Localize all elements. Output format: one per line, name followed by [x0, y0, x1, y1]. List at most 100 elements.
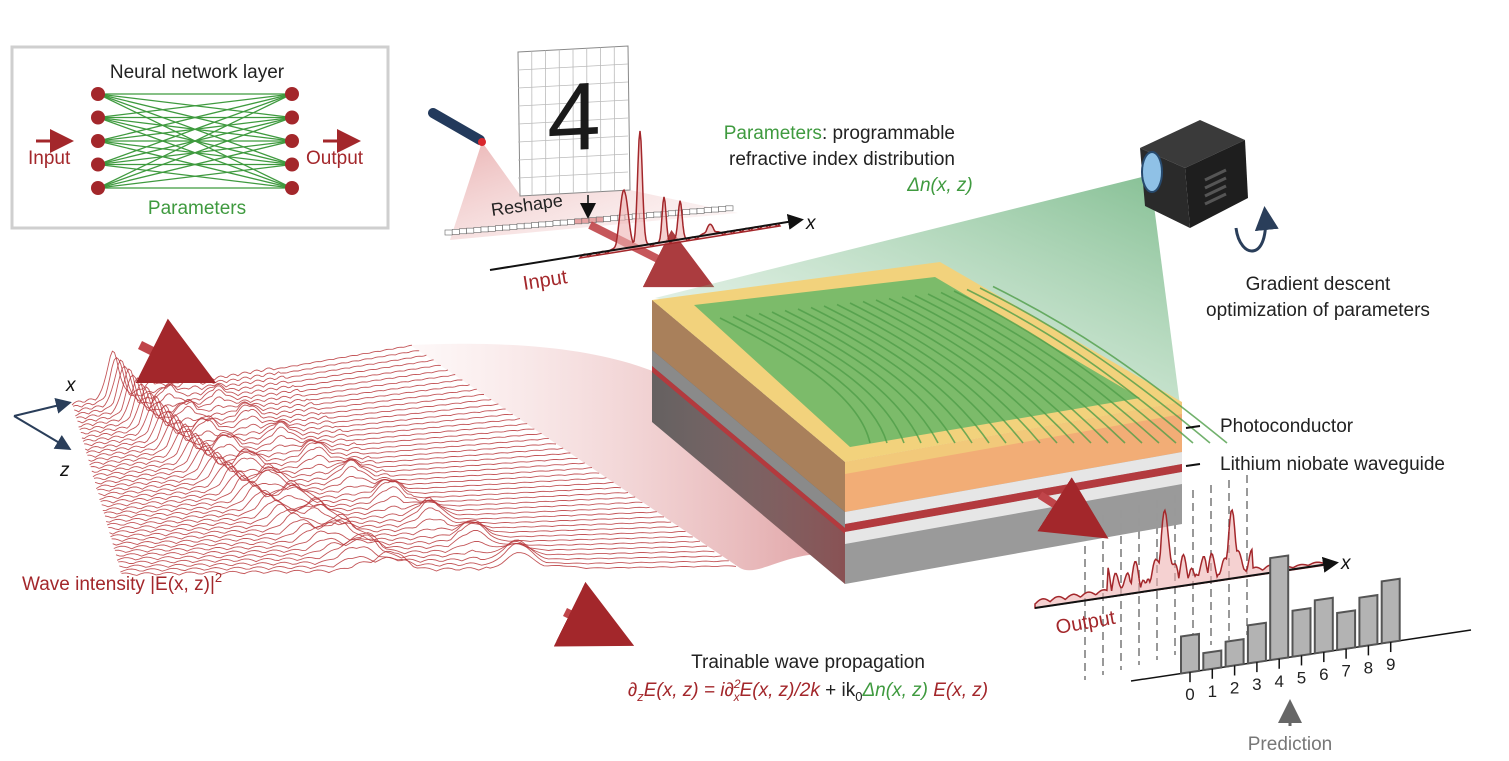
- photoconductor-leader: [1185, 425, 1201, 429]
- strip-pixel: [480, 226, 489, 233]
- axis-z-label: z: [59, 460, 70, 481]
- intensity-trace: [116, 532, 708, 561]
- strip-pixel: [653, 211, 662, 218]
- strip-pixel: [703, 207, 712, 213]
- strip-pixel: [595, 216, 604, 223]
- class-bar-4: [1269, 554, 1290, 662]
- gradient-label-1: Gradient descent: [1246, 274, 1391, 295]
- axis-x-label: x: [65, 375, 77, 396]
- intensity-trace: [76, 364, 441, 420]
- intensity-trace: [84, 399, 492, 447]
- photonic-device: [652, 262, 1228, 584]
- class-label-9: 9: [1386, 655, 1395, 674]
- strip-pixel: [509, 224, 518, 230]
- inset-parameters-label: Parameters: [148, 198, 246, 219]
- neural-network-inset: Neural network layer Input Output Parame…: [10, 45, 390, 230]
- intensity-trace: [106, 493, 636, 523]
- strip-pixel: [603, 216, 611, 222]
- strip-pixel: [495, 225, 503, 231]
- mnist-digit-card: 4: [517, 45, 631, 197]
- strip-pixel: [567, 219, 575, 225]
- parameter-link: [97, 140, 293, 189]
- gradient-loop-arrow-icon: [1234, 206, 1279, 253]
- input-x-axis: [489, 214, 804, 271]
- neuron-node: [285, 110, 299, 125]
- strip-pixel: [552, 220, 561, 226]
- strip-pixel: [725, 205, 734, 212]
- neuron-node: [285, 134, 299, 148]
- intensity-trace: [81, 388, 477, 439]
- strip-pixel: [696, 208, 705, 214]
- strip-pixel: [610, 215, 619, 222]
- photoconductor-label: Photoconductor: [1220, 416, 1354, 437]
- strip-pixel: [516, 223, 525, 230]
- intensity-trace: [95, 451, 571, 489]
- intensity-trace: [90, 428, 535, 469]
- intensity-trace: [97, 456, 578, 492]
- input-flow-arrow-icon: [588, 221, 715, 288]
- intensity-trace: [113, 519, 686, 550]
- neuron-node: [91, 110, 105, 125]
- intensity-trace: [110, 507, 665, 538]
- strip-pixel: [487, 225, 496, 232]
- nn-parameter-links: [97, 93, 293, 189]
- parameter-link: [97, 163, 293, 189]
- inset-input-label: Input: [28, 148, 71, 169]
- gradient-label-2: optimization of parameters: [1206, 300, 1430, 321]
- intensity-trace: [84, 403, 499, 451]
- class-label-8: 8: [1364, 658, 1373, 677]
- propagation-title: Trainable wave propagation: [691, 652, 925, 673]
- parameter-link: [97, 116, 293, 189]
- intensity-trace: [92, 437, 549, 478]
- class-label-1: 1: [1208, 682, 1217, 701]
- intensity-trace: [111, 518, 672, 542]
- intensity-trace: [119, 539, 722, 569]
- strip-pixel: [667, 210, 676, 217]
- class-bar-2: [1224, 638, 1245, 668]
- strip-pixel: [646, 212, 655, 218]
- class-bar-7: [1336, 609, 1357, 652]
- intensity-trace: [104, 486, 629, 519]
- intensity-trace: [101, 474, 607, 508]
- waveguide-leader: [1185, 463, 1201, 467]
- class-label-3: 3: [1252, 675, 1261, 694]
- prediction-label: Prediction: [1248, 734, 1333, 755]
- strip-pixel: [444, 229, 453, 236]
- parameters-desc: refractive index distribution: [729, 149, 955, 170]
- neuron-node: [285, 87, 299, 101]
- output-label: Output: [1054, 607, 1117, 639]
- parameters-heading: Parameters: programmable: [724, 123, 955, 144]
- intensity-trace: [91, 432, 542, 473]
- strip-pixel: [559, 219, 568, 226]
- strip-pixel: [459, 228, 467, 235]
- neuron-node: [91, 157, 105, 172]
- neuron-node: [285, 181, 299, 195]
- strip-pixel: [682, 209, 691, 215]
- strip-pixel: [473, 227, 482, 233]
- input-axis-x-label: x: [805, 213, 817, 234]
- input-label: Input: [521, 266, 569, 295]
- intensity-trace: [89, 423, 528, 466]
- incoming-arrow-icon: [135, 318, 217, 384]
- strip-pixel: [451, 229, 460, 235]
- projector-icon: [1140, 120, 1248, 228]
- inset-frame: [10, 45, 390, 230]
- intensity-trace: [99, 465, 593, 501]
- wave-intensity-label: Wave intensity |E(x, z)|2: [22, 570, 222, 595]
- output-axis-x-label: x: [1340, 553, 1352, 574]
- neuron-node: [91, 87, 105, 101]
- intensity-trace: [108, 496, 650, 531]
- delta-n-label: Δn(x, z): [906, 175, 973, 196]
- intensity-trace: [93, 442, 557, 480]
- parameter-link: [97, 93, 293, 166]
- inset-output-label: Output: [306, 148, 364, 169]
- intensity-trace: [75, 359, 434, 417]
- strip-pixel: [523, 222, 532, 229]
- output-flow-arrow-icon: [1037, 477, 1109, 539]
- intensity-trace: [82, 394, 484, 442]
- intensity-trace: [78, 374, 456, 428]
- intensity-trace: [112, 513, 679, 546]
